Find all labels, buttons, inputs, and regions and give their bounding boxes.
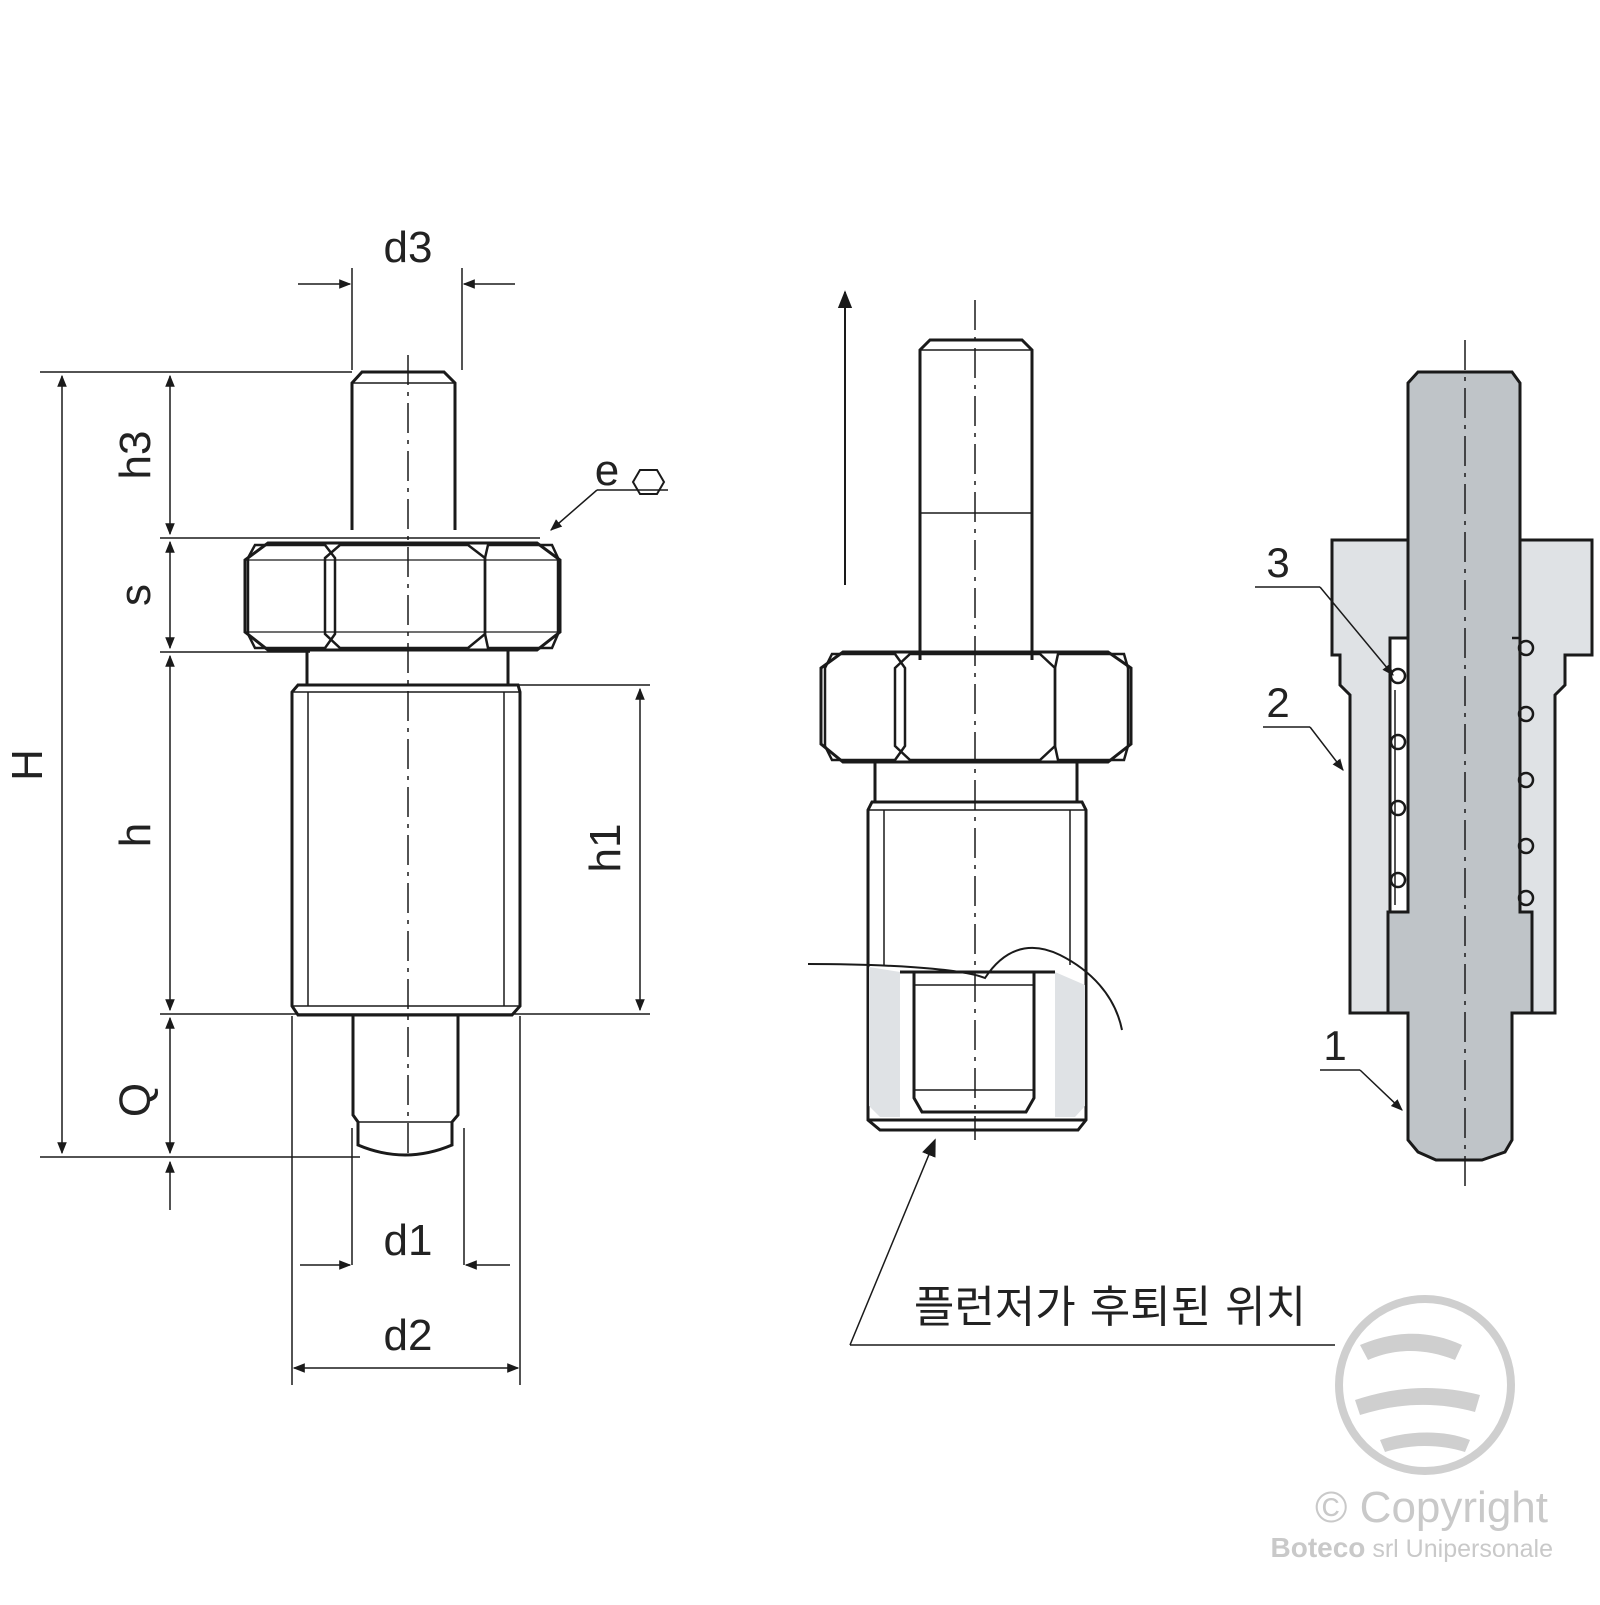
spring-coils bbox=[1389, 636, 1535, 907]
hex-nut bbox=[243, 541, 562, 652]
label-h3: h3 bbox=[111, 431, 160, 480]
label-h: h bbox=[111, 823, 160, 847]
label-H: H bbox=[3, 749, 52, 781]
note-leader bbox=[849, 1138, 1335, 1346]
hex-nut-middle bbox=[819, 650, 1133, 764]
part-number-3: 3 bbox=[1266, 539, 1289, 586]
label-Q: Q bbox=[111, 1083, 160, 1117]
label-s: s bbox=[111, 584, 160, 606]
plunger-pin bbox=[351, 1015, 460, 1157]
part-leaders bbox=[1255, 586, 1403, 1111]
threaded-body bbox=[290, 683, 522, 1017]
label-e: e bbox=[595, 446, 619, 495]
label-d3: d3 bbox=[384, 223, 433, 272]
retracted-position-note: 플런저가 후퇴된 위치 bbox=[914, 1282, 1306, 1333]
dimension-lines-left bbox=[40, 268, 668, 1385]
label-d1: d1 bbox=[384, 1216, 433, 1265]
plunger-retracted-view bbox=[807, 300, 1133, 1140]
label-h1: h1 bbox=[581, 824, 630, 873]
plunger-front-view bbox=[243, 355, 562, 1160]
hexagon-icon bbox=[631, 469, 666, 495]
label-d2: d2 bbox=[384, 1311, 433, 1360]
plunger-section bbox=[1386, 370, 1534, 1162]
part-number-1: 1 bbox=[1323, 1022, 1346, 1069]
watermark: © Copyright Boteco srl Unipersonale bbox=[1271, 1295, 1554, 1563]
boteco-logo-icon bbox=[1335, 1295, 1515, 1475]
copyright-line: © Copyright bbox=[1315, 1483, 1548, 1532]
part-number-2: 2 bbox=[1266, 679, 1289, 726]
plunger-section-view bbox=[1330, 340, 1594, 1190]
break-line bbox=[807, 946, 1123, 1031]
nut-neck bbox=[305, 650, 510, 685]
top-pin bbox=[350, 370, 457, 530]
company-line: Boteco srl Unipersonale bbox=[1271, 1532, 1554, 1563]
